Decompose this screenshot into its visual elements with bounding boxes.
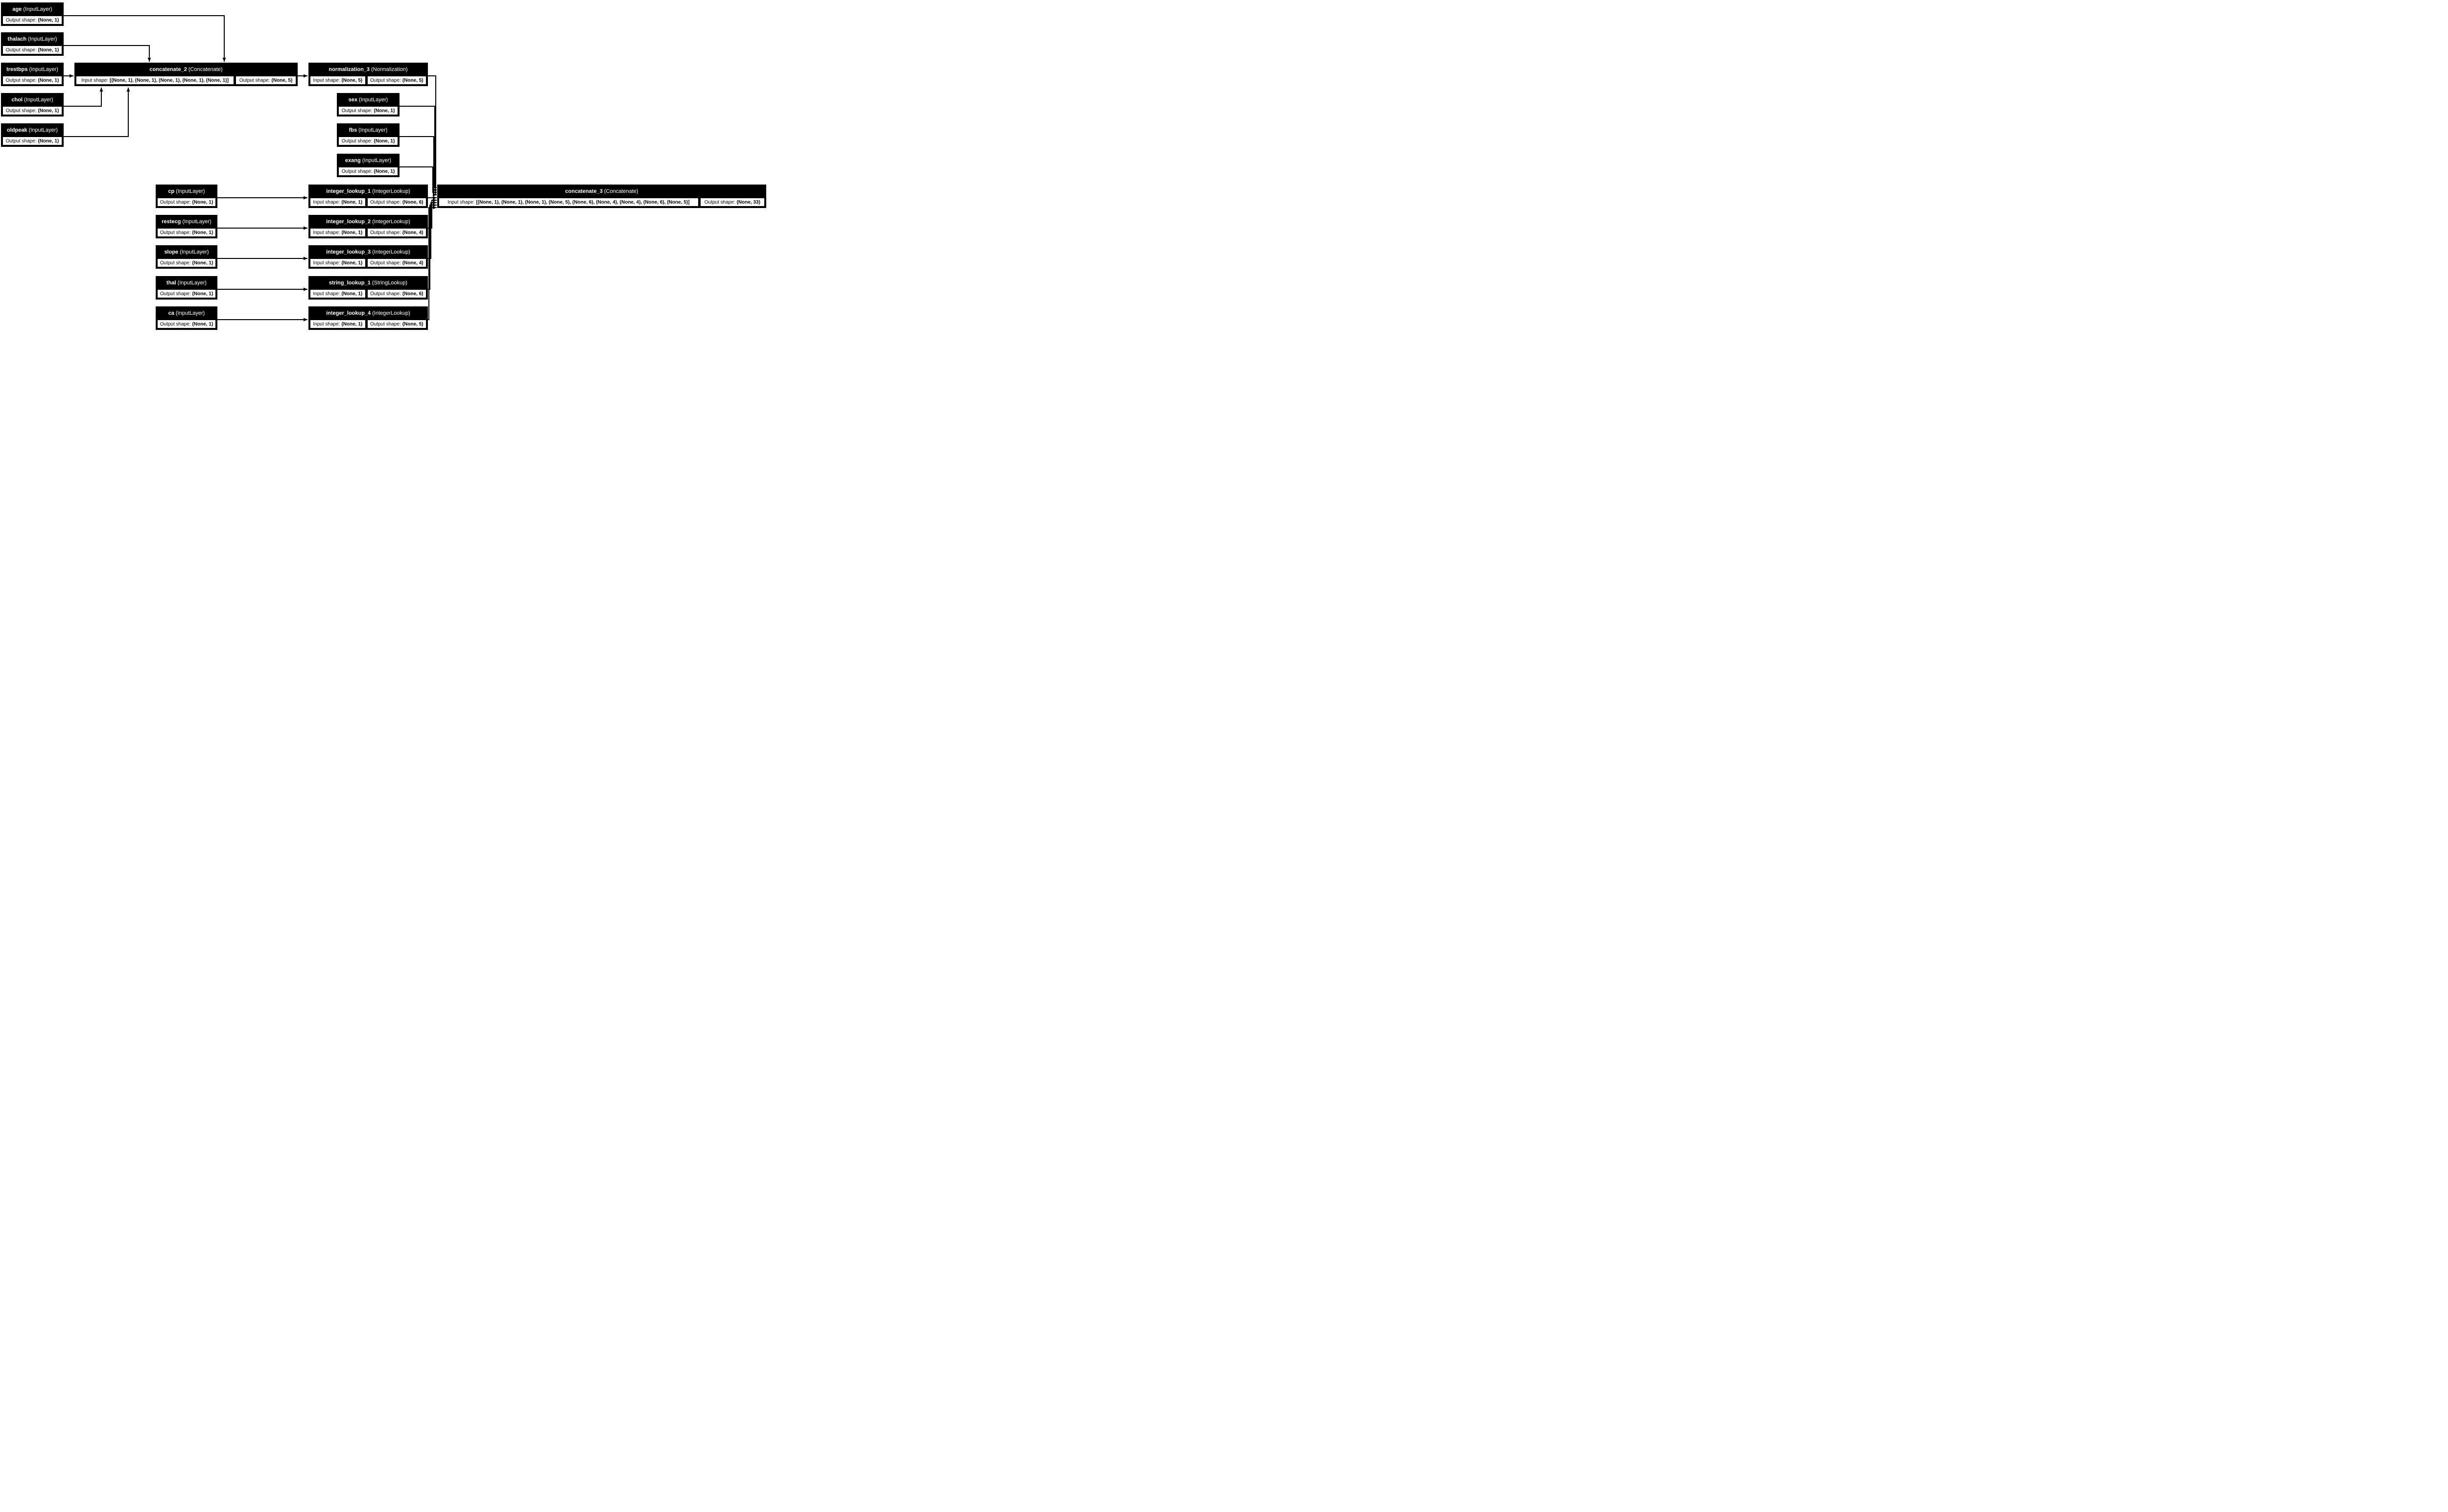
input-shape-cell: Input shape:(None, 1) bbox=[310, 198, 366, 207]
edge-thalach-concatenate_2 bbox=[64, 45, 151, 62]
node-integer_lookup_3: integer_lookup_3 (IntegerLookup) Input s… bbox=[308, 245, 428, 269]
output-shape-cell: Output shape:(None, 1) bbox=[2, 76, 62, 85]
node-ca: ca (InputLayer) Output shape:(None, 1) bbox=[156, 306, 217, 330]
node-title: thalach (InputLayer) bbox=[7, 36, 57, 42]
node-thal: thal (InputLayer) Output shape:(None, 1) bbox=[156, 276, 217, 300]
edge-chol-concatenate_2 bbox=[64, 88, 103, 107]
node-integer_lookup_2: integer_lookup_2 (IntegerLookup) Input s… bbox=[308, 215, 428, 238]
edge-normalization_3-concatenate_3 bbox=[428, 75, 437, 197]
node-title: fbs (InputLayer) bbox=[349, 127, 388, 133]
node-title: integer_lookup_4 (IntegerLookup) bbox=[326, 310, 410, 316]
edge-sex-concatenate_3 bbox=[400, 106, 437, 189]
node-title: string_lookup_1 (StringLookup) bbox=[329, 279, 408, 286]
node-integer_lookup_4: integer_lookup_4 (IntegerLookup) Input s… bbox=[308, 306, 428, 330]
node-title: integer_lookup_1 (IntegerLookup) bbox=[326, 188, 410, 194]
node-concatenate_2: concatenate_2 (Concatenate) Input shape:… bbox=[74, 63, 298, 86]
output-shape-cell: Output shape:(None, 1) bbox=[2, 16, 62, 24]
output-shape-cell: Output shape:(None, 1) bbox=[338, 106, 398, 115]
edge-age-concatenate_2 bbox=[64, 15, 226, 62]
node-fbs: fbs (InputLayer) Output shape:(None, 1) bbox=[337, 123, 400, 147]
node-string_lookup_1: string_lookup_1 (StringLookup) Input sha… bbox=[308, 276, 428, 300]
node-title: cp (InputLayer) bbox=[168, 188, 205, 194]
output-shape-cell: Output shape:(None, 4) bbox=[367, 228, 426, 237]
node-title: trestbps (InputLayer) bbox=[6, 66, 58, 72]
node-age: age (InputLayer) Output shape:(None, 1) bbox=[1, 2, 64, 26]
node-thalach: thalach (InputLayer) Output shape:(None,… bbox=[1, 32, 64, 56]
input-shape-cell: Input shape:(None, 1) bbox=[310, 228, 366, 237]
output-shape-cell: Output shape:(None, 1) bbox=[2, 106, 62, 115]
node-normalization_3: normalization_3 (Normalization) Input sh… bbox=[308, 63, 428, 86]
node-title: integer_lookup_2 (IntegerLookup) bbox=[326, 218, 410, 225]
node-title: sex (InputLayer) bbox=[348, 96, 388, 103]
input-shape-cell: Input shape:(None, 1) bbox=[310, 320, 366, 328]
node-exang: exang (InputLayer) Output shape:(None, 1… bbox=[337, 154, 400, 177]
node-title: thal (InputLayer) bbox=[166, 279, 207, 286]
edge-integer_lookup_2-concatenate_3 bbox=[428, 198, 437, 229]
node-title: ca (InputLayer) bbox=[168, 310, 205, 316]
node-title: slope (InputLayer) bbox=[164, 249, 209, 255]
node-title: exang (InputLayer) bbox=[345, 157, 392, 163]
node-title: restecg (InputLayer) bbox=[162, 218, 212, 225]
edge-oldpeak-concatenate_2 bbox=[64, 88, 130, 137]
output-shape-cell: Output shape:(None, 1) bbox=[157, 198, 216, 207]
node-trestbps: trestbps (InputLayer) Output shape:(None… bbox=[1, 63, 64, 86]
output-shape-cell: Output shape:(None, 1) bbox=[157, 228, 216, 237]
node-title: chol (InputLayer) bbox=[11, 96, 53, 103]
output-shape-cell: Output shape:(None, 33) bbox=[700, 198, 765, 207]
node-concatenate_3: concatenate_3 (Concatenate) Input shape:… bbox=[437, 185, 766, 208]
output-shape-cell: Output shape:(None, 5) bbox=[235, 76, 296, 85]
edge-integer_lookup_4-concatenate_3 bbox=[428, 206, 437, 320]
node-chol: chol (InputLayer) Output shape:(None, 1) bbox=[1, 93, 64, 116]
node-title: oldpeak (InputLayer) bbox=[7, 127, 58, 133]
node-oldpeak: oldpeak (InputLayer) Output shape:(None,… bbox=[1, 123, 64, 147]
node-title: concatenate_2 (Concatenate) bbox=[149, 66, 223, 72]
output-shape-cell: Output shape:(None, 1) bbox=[157, 258, 216, 267]
output-shape-cell: Output shape:(None, 1) bbox=[157, 320, 216, 328]
output-shape-cell: Output shape:(None, 5) bbox=[367, 76, 426, 85]
node-cp: cp (InputLayer) Output shape:(None, 1) bbox=[156, 185, 217, 208]
node-restecg: restecg (InputLayer) Output shape:(None,… bbox=[156, 215, 217, 238]
node-title: normalization_3 (Normalization) bbox=[329, 66, 408, 72]
node-title: age (InputLayer) bbox=[12, 6, 52, 12]
output-shape-cell: Output shape:(None, 1) bbox=[157, 289, 216, 298]
node-title: integer_lookup_3 (IntegerLookup) bbox=[326, 249, 410, 255]
node-slope: slope (InputLayer) Output shape:(None, 1… bbox=[156, 245, 217, 269]
output-shape-cell: Output shape:(None, 1) bbox=[338, 137, 398, 145]
node-integer_lookup_1: integer_lookup_1 (IntegerLookup) Input s… bbox=[308, 185, 428, 208]
output-shape-cell: Output shape:(None, 6) bbox=[367, 289, 426, 298]
node-title: concatenate_3 (Concatenate) bbox=[565, 188, 638, 194]
input-shape-cell: Input shape:(None, 1) bbox=[310, 258, 366, 267]
input-shape-cell: Input shape:[(None, 1), (None, 1), (None… bbox=[76, 76, 234, 85]
input-shape-cell: Input shape:(None, 1) bbox=[310, 289, 366, 298]
model-architecture-diagram: age (InputLayer) Output shape:(None, 1) … bbox=[0, 0, 768, 333]
input-shape-cell: Input shape:(None, 5) bbox=[310, 76, 366, 85]
output-shape-cell: Output shape:(None, 6) bbox=[367, 198, 426, 207]
edge-integer_lookup_3-concatenate_3 bbox=[428, 201, 437, 259]
output-shape-cell: Output shape:(None, 5) bbox=[367, 320, 426, 328]
edge-string_lookup_1-concatenate_3 bbox=[428, 203, 437, 290]
output-shape-cell: Output shape:(None, 4) bbox=[367, 258, 426, 267]
output-shape-cell: Output shape:(None, 1) bbox=[2, 137, 62, 145]
output-shape-cell: Output shape:(None, 1) bbox=[2, 46, 62, 54]
output-shape-cell: Output shape:(None, 1) bbox=[338, 167, 398, 176]
input-shape-cell: Input shape:[(None, 1), (None, 1), (None… bbox=[439, 198, 699, 207]
node-sex: sex (InputLayer) Output shape:(None, 1) bbox=[337, 93, 400, 116]
edge-fbs-concatenate_3 bbox=[400, 136, 437, 192]
